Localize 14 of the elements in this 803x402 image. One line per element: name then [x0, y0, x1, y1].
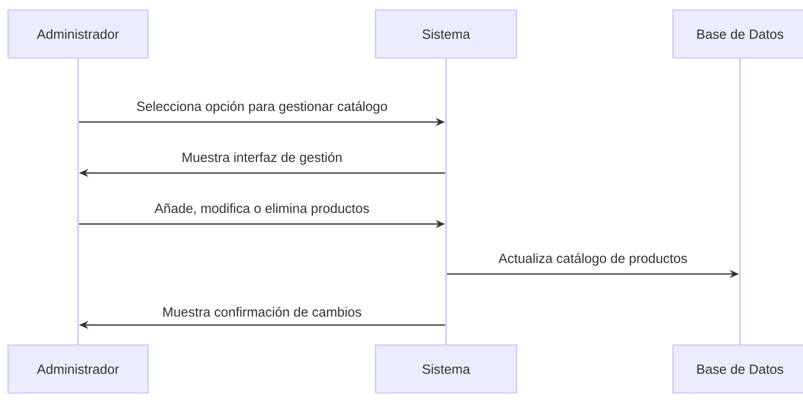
actor-box: Sistema: [374, 344, 518, 394]
actor-box: Sistema: [374, 9, 518, 59]
edge-label: Muestra confirmación de cambios: [161, 305, 363, 318]
edge-label: Actualiza catálogo de productos: [497, 252, 689, 268]
edge-label: Muestra interfaz de gestión: [180, 150, 344, 166]
lifeline: [445, 58, 447, 345]
actor-box: Administrador: [7, 344, 149, 394]
actor-box: Base de Datos: [672, 344, 803, 394]
edge-label: Selecciona opción para gestionar catálogo: [135, 100, 389, 116]
actor-box: Base de Datos: [672, 9, 803, 59]
actor-box: Administrador: [7, 9, 149, 59]
lifeline: [739, 58, 741, 345]
lifeline: [77, 58, 79, 345]
edge-label: Añade, modifica o elimina productos: [153, 202, 371, 218]
